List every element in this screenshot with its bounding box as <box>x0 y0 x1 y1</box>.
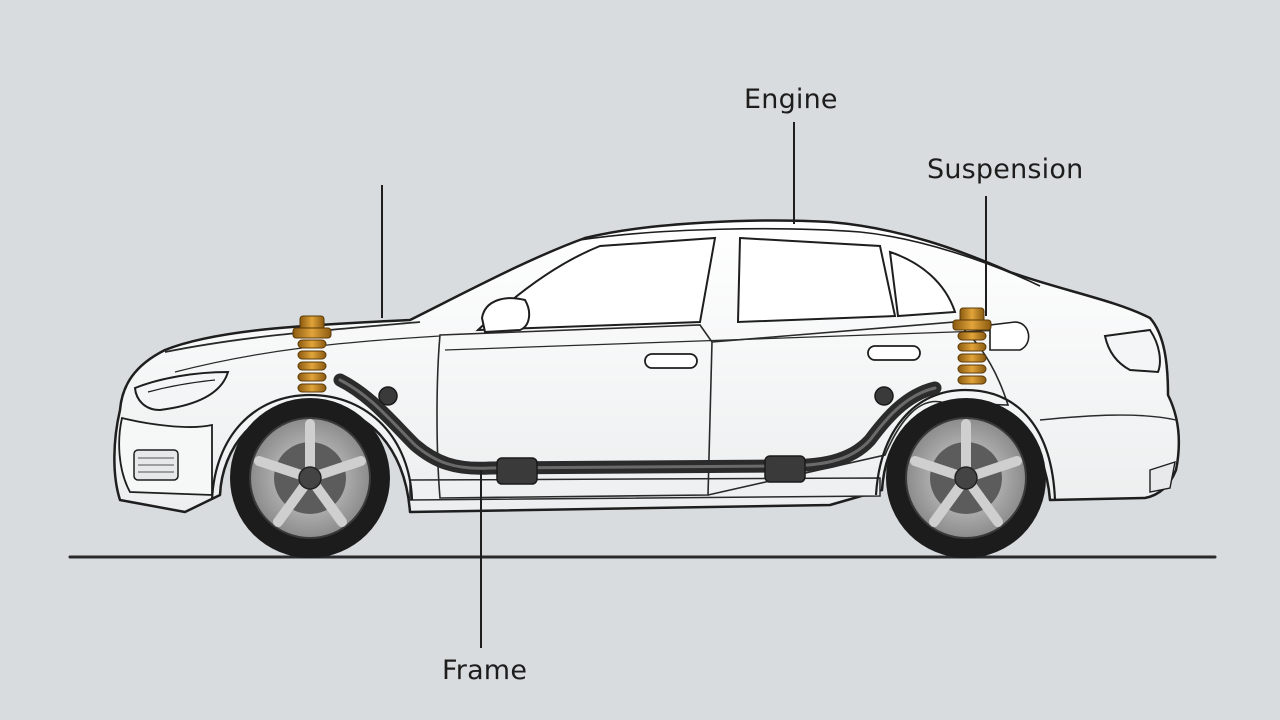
frame-rail-highlight <box>338 378 937 470</box>
side-mirror <box>480 297 531 334</box>
fog-grille <box>138 457 174 473</box>
rear-door-handle <box>867 345 921 361</box>
roof-line <box>579 227 1041 287</box>
rear-wheel <box>886 398 1046 558</box>
rear-reflector <box>1149 460 1176 493</box>
headlight-detail <box>147 379 216 393</box>
quarter-window <box>888 250 957 318</box>
rear-window <box>736 236 897 324</box>
fuel-cap <box>989 321 1030 351</box>
hood-line <box>164 321 421 353</box>
suspension-label: Suspension <box>927 154 1084 185</box>
rear-bumper-line <box>1039 414 1177 421</box>
belt-line <box>444 329 1011 351</box>
front-wheel <box>230 398 390 558</box>
taillight <box>1103 328 1161 374</box>
front-door-handle <box>644 353 698 369</box>
front-suspension-spring <box>292 315 332 393</box>
rear-wheel-arch <box>874 388 1057 501</box>
engine-label: Engine <box>744 84 838 115</box>
rear-door-outline <box>707 321 1010 496</box>
rear-suspension-spring <box>952 307 992 385</box>
frame-brackets <box>378 386 894 485</box>
front-door-outline <box>436 324 713 499</box>
front-wheel-arch <box>210 393 414 501</box>
frame-label: Frame <box>442 655 528 686</box>
